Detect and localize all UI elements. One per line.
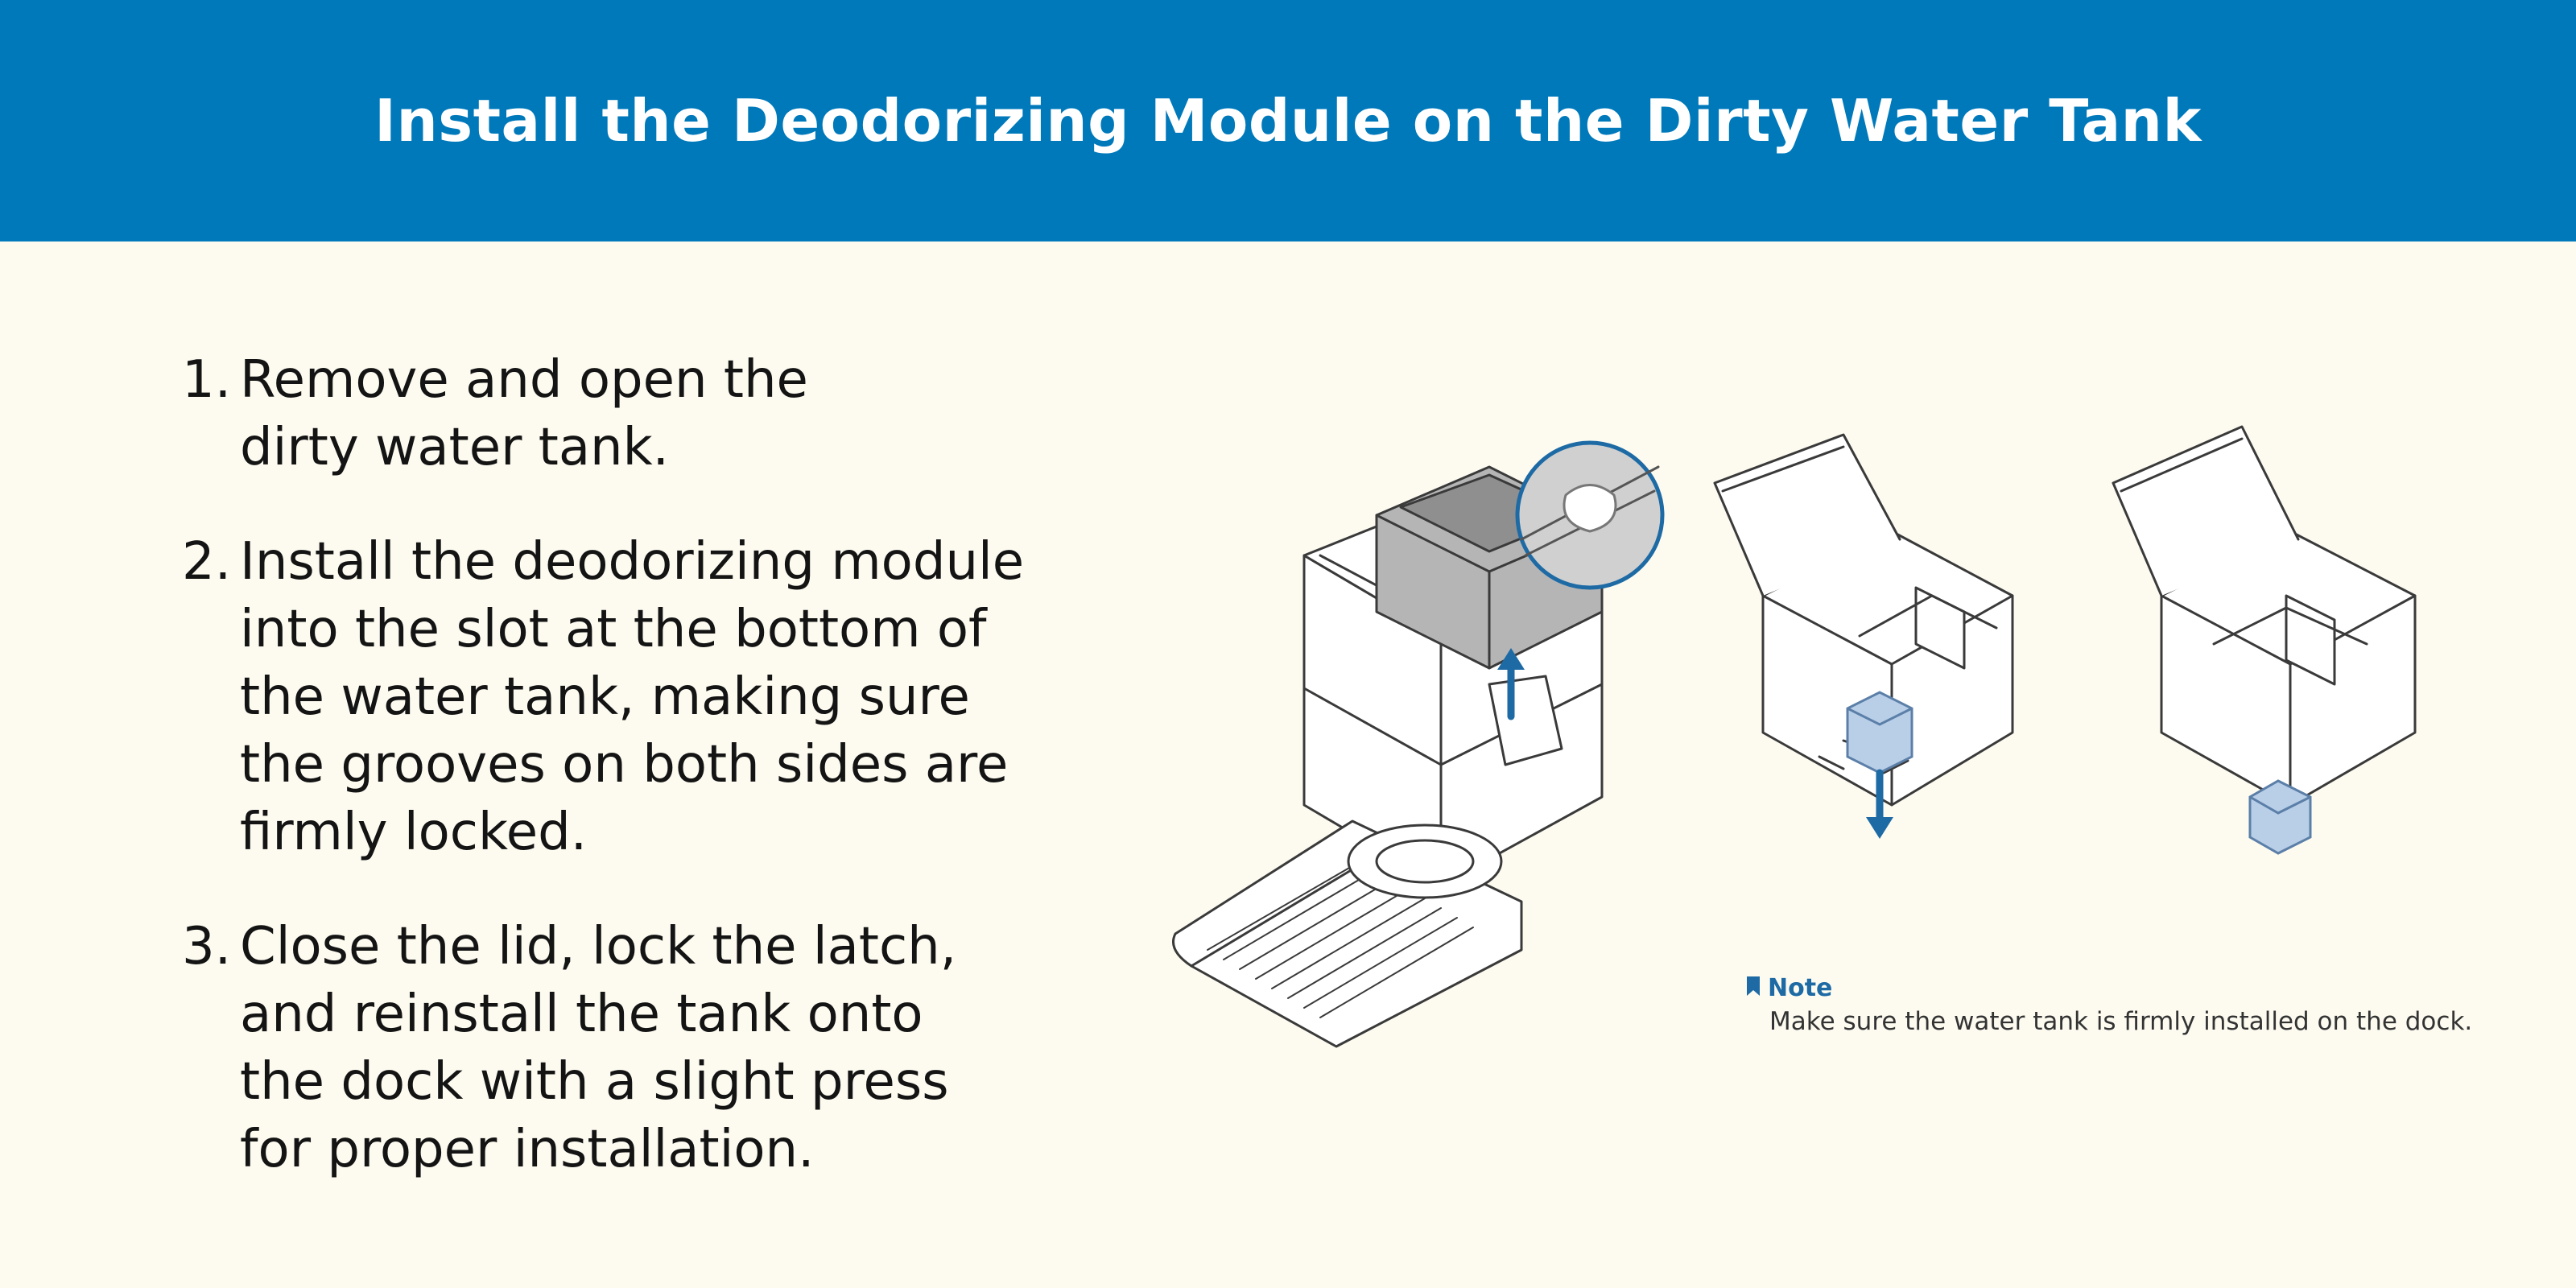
step-1: 1. Remove and open the dirty water tank. [182, 346, 1084, 481]
step-3: 3. Close the lid, lock the latch, and re… [182, 913, 1084, 1183]
step-text: Install the deodorizing module into the … [240, 528, 1084, 866]
step-text: Remove and open the dirty water tank. [240, 346, 1084, 481]
step-line: Close the lid, lock the latch, [240, 917, 957, 976]
step-text: Close the lid, lock the latch, and reins… [240, 913, 1084, 1183]
arrow-up-icon [1497, 648, 1525, 720]
installation-illustration [1172, 425, 2417, 1048]
step-line: firmly locked. [240, 803, 588, 862]
instruction-steps: 1. Remove and open the dirty water tank.… [182, 346, 1084, 1230]
closed-tank-installed-drawing [2112, 425, 2417, 807]
step-number: 1. [182, 350, 232, 410]
step-line: dirty water tank. [240, 418, 669, 477]
arrow-down-icon [1866, 769, 1893, 839]
note-block: Note Make sure the water tank is firmly … [1747, 974, 2472, 1036]
note-label: Note [1768, 974, 1833, 1002]
page-title: Install the Deodorizing Module on the Di… [374, 87, 2202, 155]
step-line: into the slot at the bottom of [240, 600, 987, 659]
note-title: Note [1747, 974, 2472, 1002]
step-line: the dock with a slight press [240, 1052, 949, 1112]
header-banner: Install the Deodorizing Module on the Di… [0, 0, 2576, 242]
step-number: 2. [182, 532, 232, 592]
bookmark-icon [1747, 974, 1760, 1002]
step-line: Remove and open the [240, 350, 808, 410]
open-tank-insert-drawing [1713, 433, 2014, 807]
zoom-circle-drawing [1515, 440, 1665, 590]
step-number: 3. [182, 917, 232, 976]
note-text: Make sure the water tank is firmly insta… [1769, 1007, 2473, 1036]
step-line: Install the deodorizing module [240, 532, 1025, 592]
step-line: for proper installation. [240, 1120, 815, 1179]
deodorizing-module-installed [2248, 779, 2312, 855]
step-2: 2. Install the deodorizing module into t… [182, 528, 1084, 866]
step-line: and reinstall the tank onto [240, 985, 923, 1044]
step-line: the grooves on both sides are [240, 735, 1009, 795]
deodorizing-module-inserting [1846, 691, 1913, 774]
step-line: the water tank, making sure [240, 667, 970, 727]
